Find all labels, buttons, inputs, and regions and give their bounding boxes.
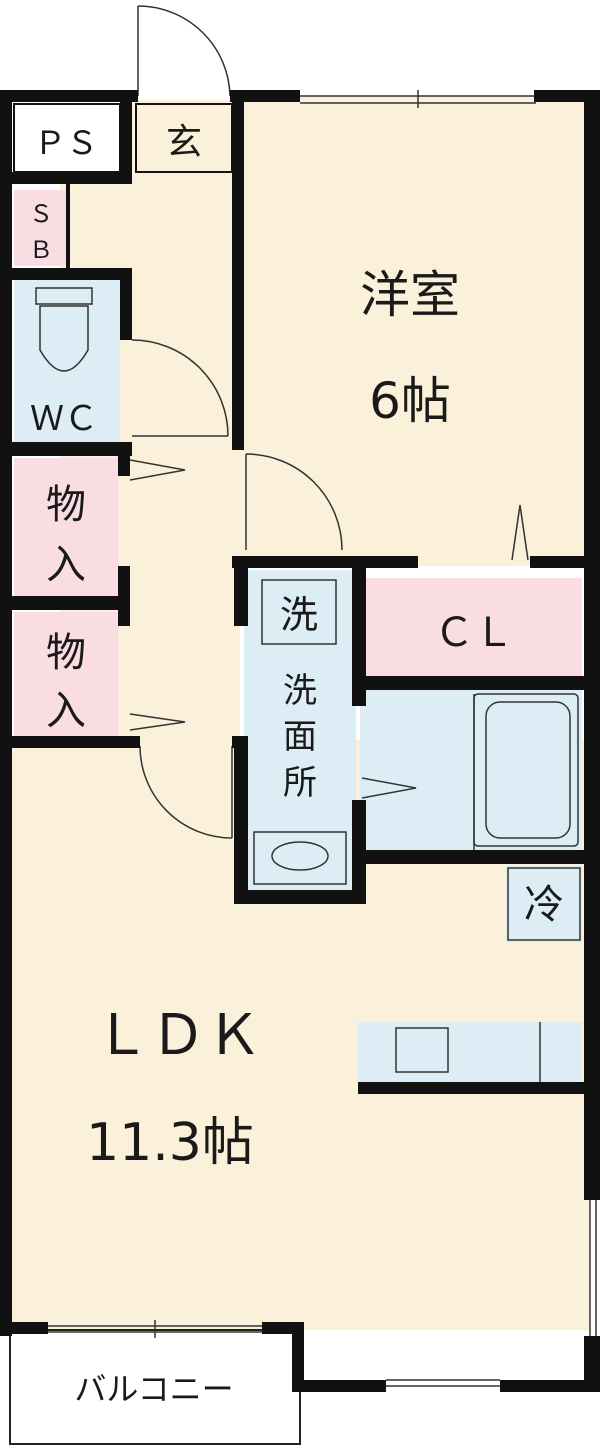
wall-right-lower — [584, 1336, 600, 1392]
entrance-door — [137, 5, 231, 97]
wall-wc-bottom — [0, 442, 132, 456]
floor-storage2 — [14, 612, 118, 738]
label-western-room: 洋室 — [360, 266, 460, 324]
ldk-window-bottom — [48, 1320, 262, 1338]
ldk-window-bottom-right — [386, 1379, 500, 1387]
wall-wc-top — [0, 268, 132, 280]
washer-pan — [261, 579, 337, 645]
wc-door — [131, 339, 229, 437]
label-wc: ＷＣ — [30, 399, 98, 439]
room-window — [300, 90, 536, 108]
wall-right-bottom — [292, 1322, 304, 1392]
toilet — [35, 287, 93, 372]
label-washer: 洗 — [280, 593, 318, 637]
label-closet: ＣＬ — [434, 610, 514, 656]
storage1-door — [129, 459, 186, 481]
wall-bottom-right2 — [500, 1380, 600, 1392]
kitchen-sink — [395, 1027, 449, 1073]
floor-closet — [366, 578, 582, 676]
label-washroom-2: 面 — [283, 717, 317, 757]
label-washroom-1: 洗 — [283, 671, 317, 711]
floor-kitchen-counter — [358, 1022, 582, 1082]
wall-bottom-right1 — [292, 1380, 386, 1392]
fridge-box — [507, 867, 581, 941]
wall-right-upper — [584, 90, 600, 1200]
label-balcony: バルコニー — [74, 1370, 233, 1408]
label-sb-2: Ｂ — [29, 236, 53, 264]
storage2-door — [129, 713, 186, 731]
washroom-door — [361, 777, 417, 799]
wall-room-bottom2 — [530, 556, 590, 568]
wall-room-left — [232, 90, 244, 450]
wall-sb-right — [66, 184, 70, 270]
entrance-box — [135, 103, 233, 173]
washbasin — [253, 831, 347, 885]
wall-left — [0, 90, 12, 1336]
label-sb-1: Ｓ — [29, 200, 53, 228]
label-fridge: 冷 — [524, 882, 564, 928]
labels: ＰＳ 玄 Ｓ Ｂ ＷＣ 物 入 物 入 洋室 6帖 洗 ＣＬ 洗 面 所 冷 Ｌ… — [29, 122, 564, 1408]
wall-room-bottom1 — [232, 556, 418, 568]
wall-storage-bottom — [0, 736, 140, 748]
wall-storage-mid — [0, 596, 130, 610]
label-ldk-size: 11.3帖 — [86, 1113, 254, 1173]
wall-storage-right2 — [118, 566, 130, 626]
fixtures — [35, 5, 597, 1387]
label-entrance: 玄 — [166, 122, 202, 163]
wall-bath-left — [352, 676, 366, 706]
floor-fridge — [506, 866, 582, 942]
floor-areas — [9, 96, 590, 1445]
wall-wash-left — [234, 556, 248, 626]
ldk-door — [139, 745, 233, 839]
floor-sb — [14, 190, 68, 266]
floor-wc — [14, 280, 120, 442]
wall-bath-bottom — [352, 850, 590, 864]
wall-bottom-left — [0, 1322, 48, 1334]
wall-ps-right — [120, 96, 132, 184]
floor-entrance — [132, 100, 236, 180]
wall-closet-bottom — [352, 676, 590, 690]
wall-top-right2 — [534, 90, 600, 102]
label-ps: ＰＳ — [34, 124, 98, 162]
wall-wash-bottom — [234, 890, 364, 904]
label-storage2-2: 入 — [46, 688, 86, 734]
wall-ps-bottom — [0, 172, 132, 184]
wall-storage-right1 — [118, 456, 130, 476]
label-ldk: ＬＤＫ — [94, 1003, 262, 1068]
bathtub-inner — [485, 701, 571, 839]
ldk-window-right — [589, 1200, 597, 1336]
wall-wc-right — [120, 268, 132, 340]
washbasin-bowl — [271, 841, 329, 871]
floor-western-room — [240, 96, 590, 566]
floor-balcony — [9, 1329, 301, 1445]
ps-box — [13, 103, 121, 173]
room-door — [245, 453, 343, 551]
walls — [0, 90, 600, 1392]
floor-bathroom — [360, 690, 582, 850]
label-storage1-1: 物 — [46, 482, 86, 528]
wall-wash-right — [352, 568, 366, 688]
wall-top-left — [0, 90, 138, 102]
floor-storage1 — [14, 458, 118, 596]
wall-top-right1 — [230, 90, 300, 102]
wall-kitchen — [358, 1082, 584, 1094]
label-storage1-2: 入 — [46, 542, 86, 588]
label-western-room-size: 6帖 — [369, 372, 451, 430]
room-closet-door — [511, 504, 529, 561]
wall-wash-left2 — [234, 736, 248, 902]
label-storage2-1: 物 — [46, 630, 86, 676]
label-washroom-3: 所 — [283, 763, 317, 803]
